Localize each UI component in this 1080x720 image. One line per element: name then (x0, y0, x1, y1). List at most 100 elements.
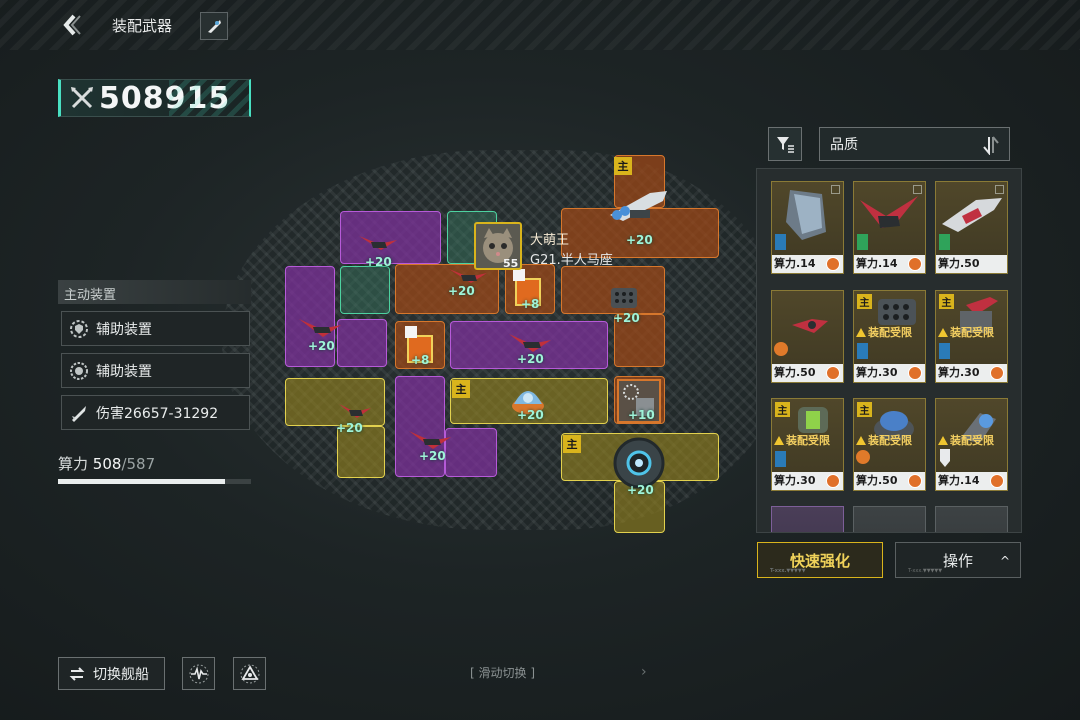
filter-button[interactable] (768, 127, 802, 161)
chevron-up-icon: ^ (999, 554, 1010, 568)
inventory-card[interactable]: 主 装配受限 算力.50 (853, 398, 926, 491)
panel-header: 主动装置 (58, 280, 251, 304)
gear-badge-icon (908, 474, 922, 488)
main-tag: 主 (857, 294, 872, 309)
grid-slot-purple[interactable] (340, 211, 441, 264)
fighter-wing-icon (857, 196, 918, 250)
operate-button[interactable]: 操作 ^ T-xxx.▼▼▼▼▼ (895, 542, 1021, 578)
card-compute-text: 算力.50 (774, 366, 816, 379)
drone-icon (774, 319, 828, 356)
restricted-notice: 装配受限 (856, 432, 912, 448)
combat-power-value: 508915 (99, 80, 231, 116)
bonus-label: +8 (411, 353, 430, 367)
waveform-button[interactable] (182, 657, 215, 690)
damage-slot[interactable]: 伤害26657-31292 (61, 395, 250, 430)
aux-device-label: 辅助装置 (96, 363, 152, 380)
sort-select[interactable]: 品质 (819, 127, 1010, 161)
sensor-array-icon (940, 413, 996, 467)
waveform-icon (189, 664, 208, 683)
captain-level: 55 (503, 257, 519, 270)
inventory-card[interactable] (771, 506, 844, 532)
inventory-grid: 算力.14 算力.14 算力.50 算力.50 主 装配受限 算力.30 主 装… (756, 168, 1022, 533)
restricted-notice: 装配受限 (774, 432, 830, 448)
missile-icon (68, 402, 90, 424)
spaceship-button[interactable] (200, 12, 228, 40)
bonus-label: +20 (336, 421, 363, 435)
back-chevron-icon[interactable] (58, 12, 84, 38)
card-compute-text: 算力.14 (856, 257, 898, 270)
switch-ship-label: 切换舰船 (93, 666, 149, 683)
inventory-card[interactable]: 主 装配受限 算力.30 (935, 290, 1008, 383)
armor-plate-icon (775, 190, 826, 250)
sort-label: 品质 (830, 137, 858, 153)
combat-power-box: 508915 (58, 79, 251, 117)
quick-enhance-label: 快速强化 (789, 551, 850, 570)
card-corner-mark (995, 185, 1004, 194)
warning-icon (856, 436, 866, 445)
inventory-card[interactable]: 算力.14 (853, 181, 926, 274)
gear-module-icon (617, 379, 661, 423)
battery-module-icon (513, 269, 541, 306)
card-compute-label: 算力.50 (772, 364, 843, 382)
compute-max: /587 (121, 455, 156, 473)
inventory-card[interactable]: 算力.14 (771, 181, 844, 274)
inventory-card[interactable]: 主 装配受限 算力.30 (853, 290, 926, 383)
inventory-card[interactable]: 算力.50 (935, 181, 1008, 274)
grid-slot-yellow[interactable] (285, 378, 385, 426)
dome-turret-icon (512, 391, 544, 414)
drone-fighter-icon (299, 319, 341, 337)
captain-portrait[interactable] (474, 222, 522, 270)
aux-device-slot-2[interactable]: 辅助装置 (61, 353, 250, 388)
restricted-notice: 装配受限 (856, 324, 912, 340)
swap-arrows-icon (69, 666, 85, 681)
card-compute-label: 算力.50 (936, 255, 1007, 273)
drone-fighter-icon (509, 334, 551, 352)
grid-slot-purple[interactable] (445, 428, 497, 477)
filter-icon (777, 137, 794, 153)
inventory-card[interactable]: 主 装配受限 算力.30 (771, 398, 844, 491)
card-compute-text: 算力.30 (774, 474, 816, 487)
bonus-label: +20 (613, 311, 640, 325)
main-tag: 主 (775, 402, 790, 417)
bonus-label: +20 (517, 352, 544, 366)
restricted-text: 装配受限 (950, 326, 994, 339)
energy-cell-icon (775, 407, 828, 467)
grid-slot-purple[interactable] (395, 376, 445, 477)
main-slot-tag: 主 (452, 380, 470, 398)
aux-device-slot-1[interactable]: 辅助装置 (61, 311, 250, 346)
interceptor-icon (939, 198, 1002, 250)
shield-generator-icon (856, 411, 914, 464)
swipe-hint: [ 滑动切换 ] (470, 666, 536, 680)
warning-icon (938, 328, 948, 337)
grid-slot-yellow[interactable] (337, 426, 385, 478)
triangle-emblem-icon (240, 664, 259, 683)
triangle-emblem-button[interactable] (233, 657, 266, 690)
restricted-notice: 装配受限 (938, 432, 994, 448)
swipe-hint-label: 滑动切换 (478, 666, 527, 680)
grid-slot-purple[interactable] (285, 266, 335, 367)
quick-enhance-button[interactable]: 快速强化 T-xxx.▼▼▼▼▼ (757, 542, 883, 578)
inventory-card[interactable] (935, 506, 1008, 532)
inventory-card[interactable]: 装配受限 算力.14 (935, 398, 1008, 491)
bonus-label: +20 (419, 449, 446, 463)
gear-badge-icon (990, 474, 1004, 488)
chevron-right-icon[interactable]: › (641, 664, 647, 680)
main-slot-tag: 主 (563, 435, 581, 453)
card-compute-label: 算力.30 (936, 364, 1007, 382)
gear-badge-icon (826, 257, 840, 271)
inventory-card[interactable] (853, 506, 926, 532)
grid-slot-teal[interactable] (340, 266, 390, 314)
grid-slot-purple[interactable] (337, 319, 387, 367)
grid-slot-orange[interactable] (614, 314, 665, 367)
gear-badge-icon (826, 366, 840, 380)
switch-ship-button[interactable]: 切换舰船 (58, 657, 165, 690)
tiny-note: T-xxx.▼▼▼▼▼ (908, 568, 943, 574)
grid-slot-yellow[interactable] (614, 481, 665, 533)
restricted-text: 装配受限 (868, 434, 912, 447)
missile-rack-icon (857, 299, 916, 359)
inventory-card[interactable]: 算力.50 (771, 290, 844, 383)
card-compute-label: 算力.50 (854, 472, 925, 490)
bonus-label: +20 (627, 483, 654, 497)
grid-slot-orange[interactable] (395, 264, 499, 314)
gear-badge-icon (990, 366, 1004, 380)
